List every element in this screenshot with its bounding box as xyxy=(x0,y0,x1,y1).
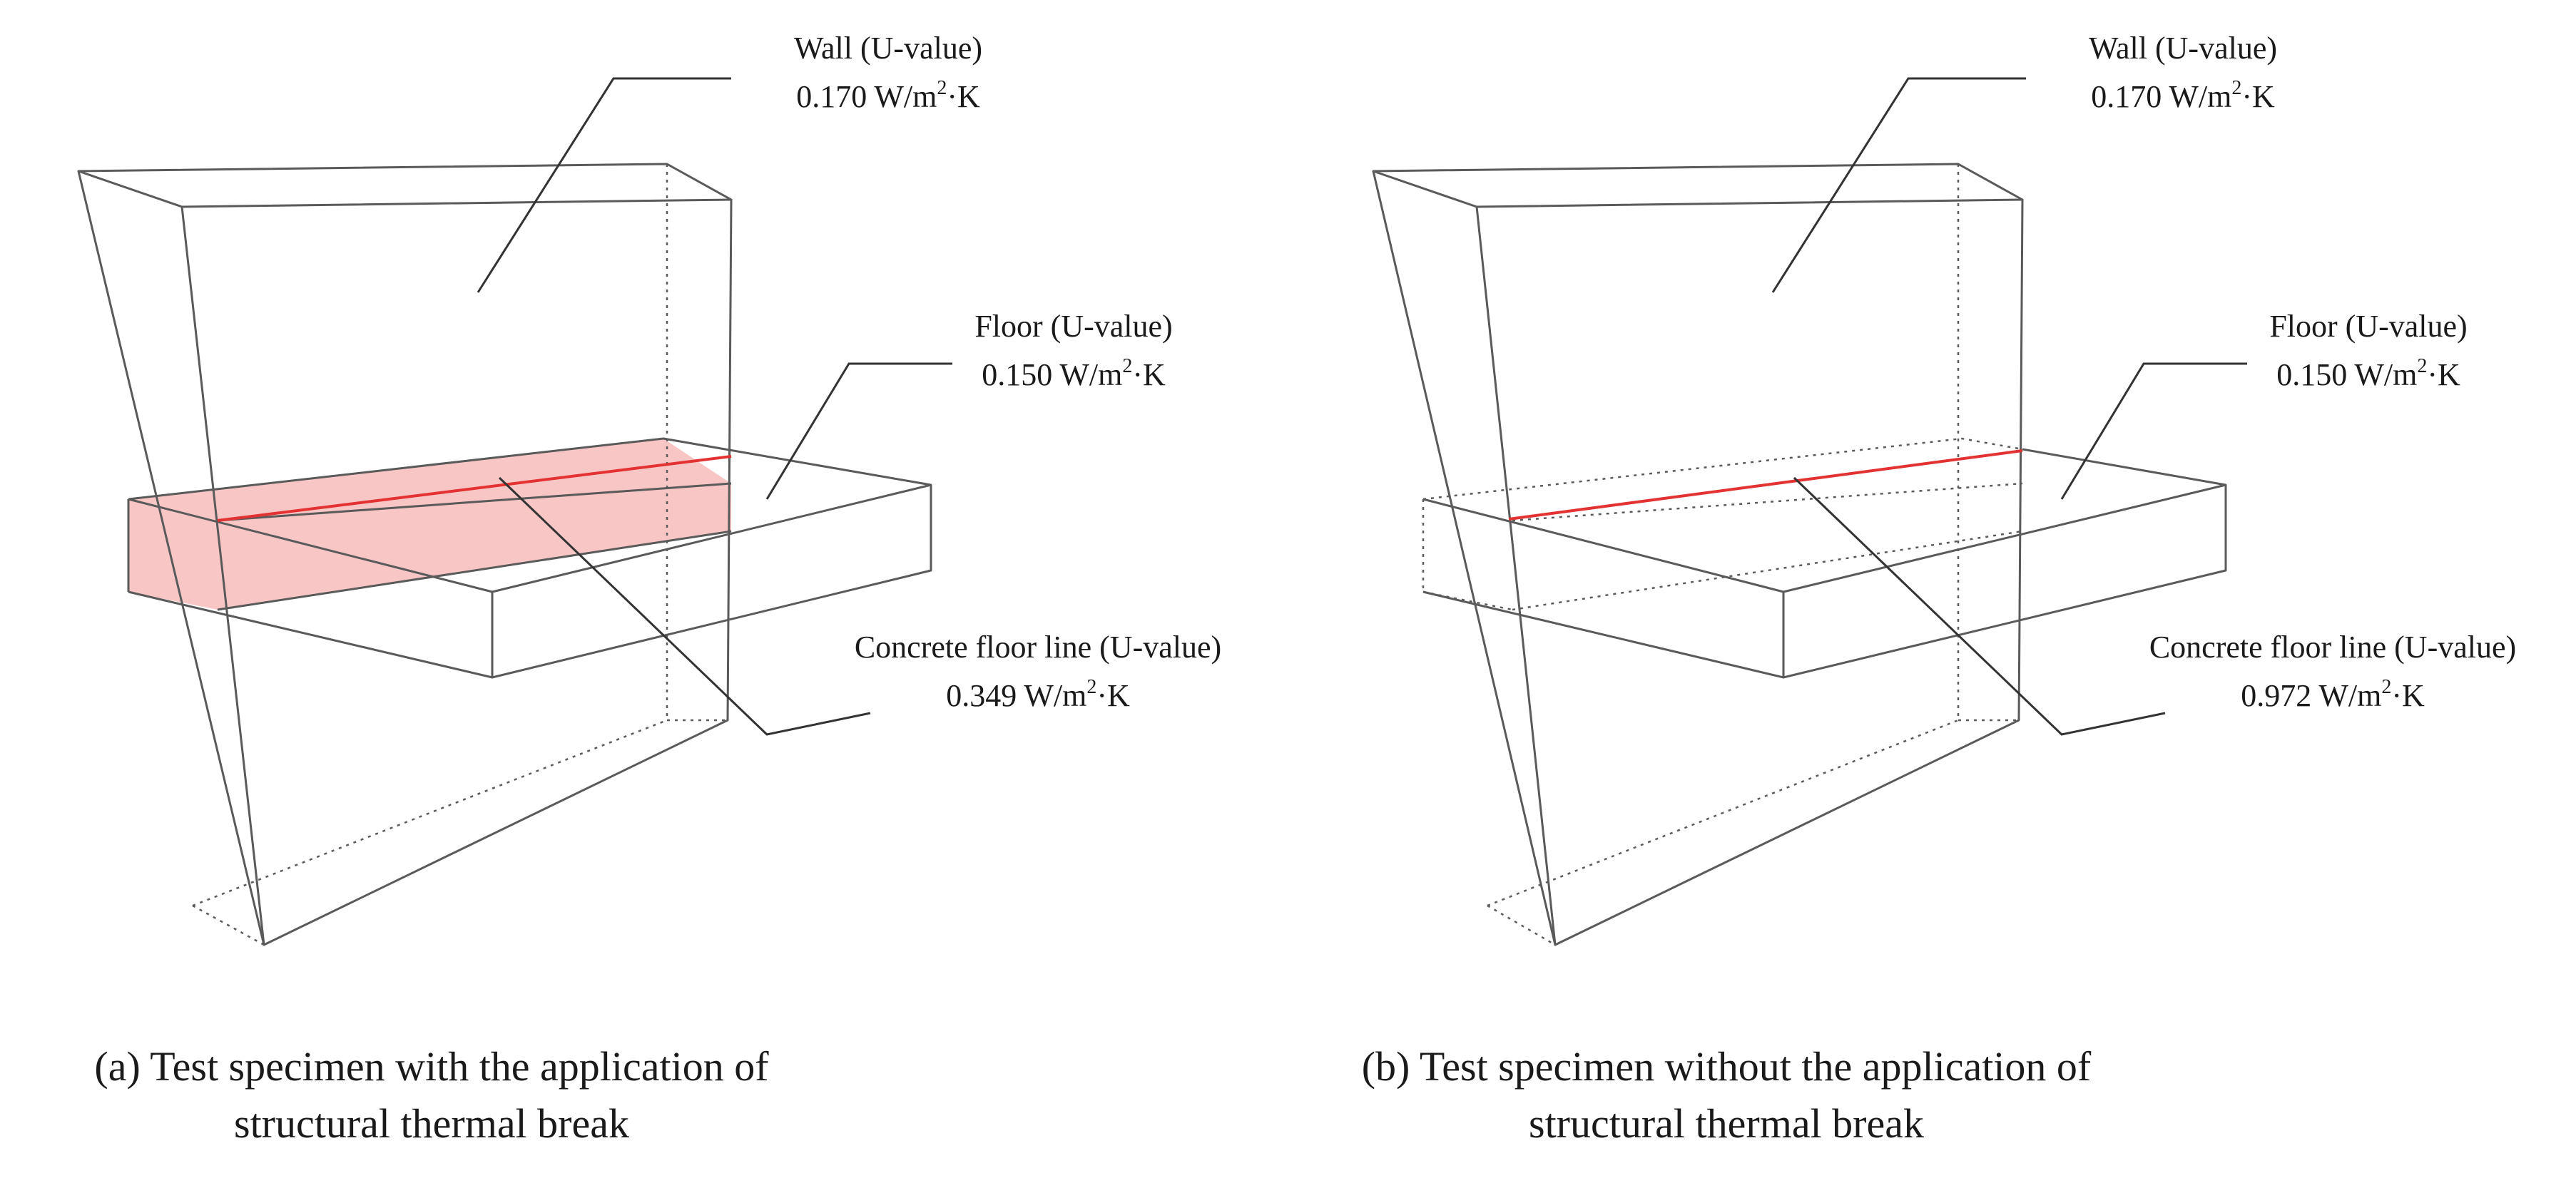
floor-label: Floor (U-value) xyxy=(2269,309,2467,344)
floor-line-label: Concrete floor line (U-value) xyxy=(2149,630,2516,665)
floor-label: Floor (U-value) xyxy=(974,309,1172,344)
wall-block xyxy=(77,163,733,946)
floor-line-leader-line xyxy=(498,476,871,736)
wall-value: 0.170 W/m2·K xyxy=(2091,77,2275,114)
caption-a-line2: structural thermal break xyxy=(234,1100,629,1147)
concrete-floor-line xyxy=(217,455,732,522)
floor-line-label: Concrete floor line (U-value) xyxy=(855,630,1221,665)
caption-a-line1: (a) Test specimen with the application o… xyxy=(94,1043,769,1090)
thermal-break-band-top xyxy=(128,439,731,521)
caption-b-line1: (b) Test specimen without the applicatio… xyxy=(1362,1043,2092,1090)
thermal-break-band-front xyxy=(128,499,218,610)
floor-value: 0.150 W/m2·K xyxy=(2276,355,2460,392)
floor-slab xyxy=(127,437,932,679)
concrete-floor-line xyxy=(1508,449,2023,521)
panel-a-with-thermal-break: Wall (U-value) 0.170 W/m2·K Floor (U-val… xyxy=(77,31,1221,1147)
thermal-break-band-right xyxy=(218,483,731,610)
wall-leader-line xyxy=(477,77,731,293)
wall-value: 0.170 W/m2·K xyxy=(796,77,980,114)
wall-label: Wall (U-value) xyxy=(2089,31,2277,66)
floor-line-leader-line xyxy=(1793,476,2166,736)
wall-leader-line xyxy=(1771,77,2026,293)
floor-line-value: 0.972 W/m2·K xyxy=(2241,676,2425,713)
floor-slab xyxy=(1422,437,2227,679)
floor-value: 0.150 W/m2·K xyxy=(982,355,1166,392)
floor-leader-line xyxy=(765,362,952,500)
wall-block xyxy=(1372,163,2024,946)
wall-label: Wall (U-value) xyxy=(794,31,982,66)
floor-line-value: 0.349 W/m2·K xyxy=(946,676,1130,713)
caption-b-line2: structural thermal break xyxy=(1529,1100,1924,1147)
panel-b-without-thermal-break: Wall (U-value) 0.170 W/m2·K Floor (U-val… xyxy=(1362,31,2516,1147)
floor-leader-line xyxy=(2060,362,2247,500)
